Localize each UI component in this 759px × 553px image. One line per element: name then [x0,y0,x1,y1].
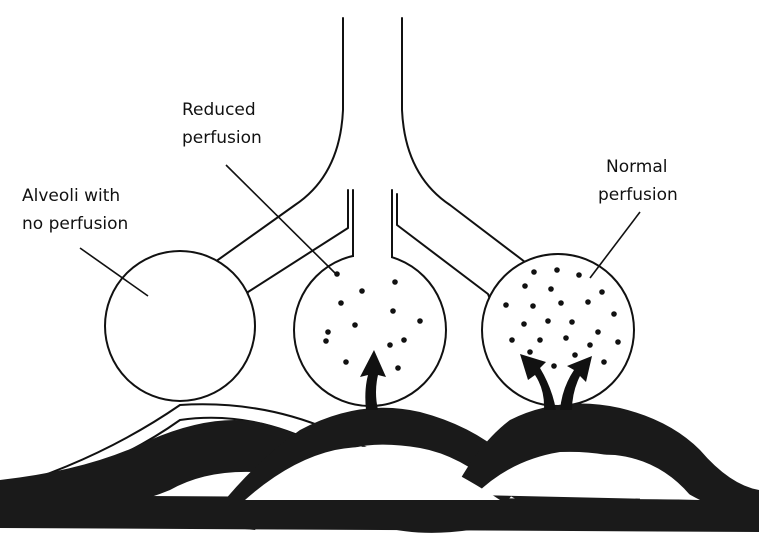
perfusion-dot [522,283,528,289]
perfusion-dot [545,318,551,324]
alveolus-openings [354,245,391,265]
perfusion-dot [599,289,605,295]
perfusion-dot [537,337,543,343]
perfusion-dot [509,337,515,343]
label-normal-perfusion: Normal perfusion [598,157,678,205]
leader-lines [79,164,641,297]
perfusion-dot [595,329,601,335]
curved-arrow-up-icon [360,350,386,410]
perfusion-dot [601,359,607,365]
dots-normal-perfusion [503,267,621,369]
vessel-lumen-middle [245,446,500,500]
svg-text:no perfusion: no perfusion [22,214,128,234]
perfusion-dot [338,300,344,306]
perfusion-dot [587,342,593,348]
perfusion-dot [558,300,564,306]
perfusion-dot [359,288,365,294]
perfusion-dot [548,286,554,292]
perfusion-dot [343,359,349,365]
alveolus-normal-perfusion [481,253,635,407]
perfusion-dot [531,269,537,275]
perfusion-dot [615,339,621,345]
perfusion-dot [551,363,557,369]
perfusion-dot [387,342,393,348]
perfusion-dot [417,318,423,324]
perfusion-dot [530,303,536,309]
capillaries [0,403,759,533]
svg-text:Alveoli with: Alveoli with [22,186,120,206]
perfusion-dot [352,322,358,328]
perfusion-dot [395,365,401,371]
perfusion-dot [401,337,407,343]
perfusion-dot [521,321,527,327]
label-reduced-perfusion: Reduced perfusion [182,100,262,148]
leader-reduced [225,164,338,276]
perfusion-dot [585,299,591,305]
perfusion-dot [392,279,398,285]
perfusion-dot [390,308,396,314]
perfusion-dot [572,352,578,358]
alveolus-no-perfusion [104,250,256,402]
perfusion-dot [569,319,575,325]
perfusion-dot [325,329,331,335]
curved-arrow-up-left-icon [520,354,556,410]
perfusion-dot [554,267,560,273]
leader-no-perfusion [79,247,149,297]
airway-tree [207,17,533,305]
perfusion-dot [563,335,569,341]
airway-right-wall [401,17,533,267]
perfusion-dot [611,311,617,317]
perfusion-dot [576,272,582,278]
perfusion-dot [323,338,329,344]
leader-normal [589,211,641,279]
label-no-perfusion: Alveoli with no perfusion [22,186,128,234]
svg-text:perfusion: perfusion [598,185,678,205]
curved-arrow-up-right-icon [560,356,592,410]
alveoli [104,250,635,407]
svg-text:Normal: Normal [606,157,668,177]
svg-text:perfusion: perfusion [182,128,262,148]
airway-left-wall [207,17,344,267]
airway-neck-lines [352,240,393,257]
perfusion-dot [503,302,509,308]
svg-text:Reduced: Reduced [182,100,256,120]
thick-vessel-right [440,403,759,530]
vessel-bottom-band [0,495,759,532]
vessel-lumen-right [475,451,700,500]
perfusion-dot [527,349,533,355]
gas-exchange-arrows [360,350,592,410]
